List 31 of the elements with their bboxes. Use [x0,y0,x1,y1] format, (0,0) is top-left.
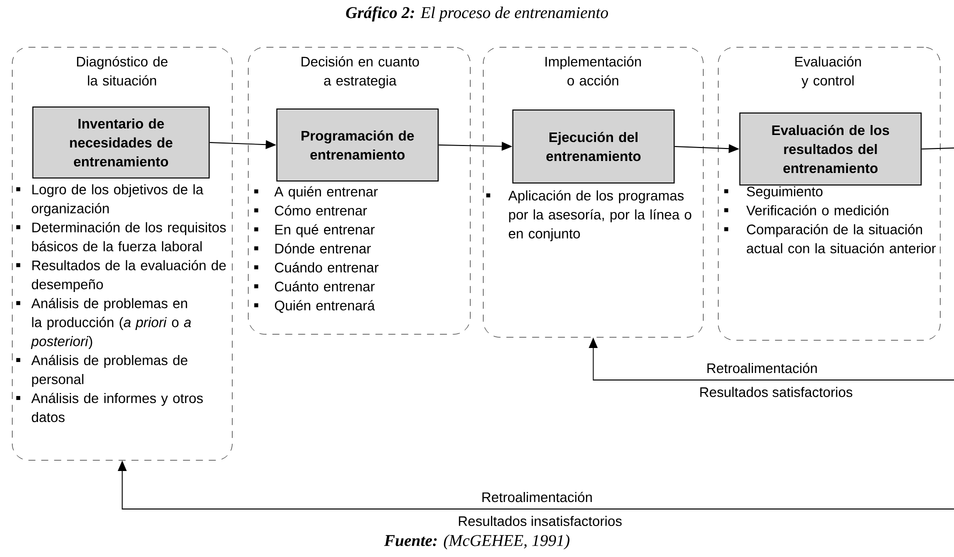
title: Gráfico 2: El proceso de entrenamiento [346,6,608,22]
process-box: Ejecución del entrenamiento [512,109,675,184]
process-box: Inventario de necesidades de entrenamiento [32,106,210,179]
feedback-note: Resultados insatisfactorios [456,514,624,528]
bullet-item: Determinación de los requisitos básicos de la fuerza laboral [16,222,226,252]
caption: Fuente: (McGEHEE, 1991) [384,534,570,550]
bullet-item: Análisis de problemas de personal [16,354,188,387]
panel-heading: Diagnóstico de la situación [77,56,168,86]
feedback-note: Resultados satisfactorios [698,386,854,398]
bullet-item: Aplicación de los programas por la asesoría, por la línea o en conjunto [486,190,692,242]
panel-heading: Decisión en cuanto a estrategia [302,56,419,88]
bullet-item: Dónde entrenar [254,243,371,254]
bullet-item: En qué entrenar [254,224,375,238]
bullet-item: A quién entrenar [254,186,378,200]
bullet-item: Resultados de la evaluación de desempeño [16,260,226,292]
bullet-item: Verificación o medición [724,205,888,216]
bullet-item: Seguimiento [724,186,822,200]
bullet-item: Análisis de informes y otros datos [16,392,203,422]
bullet-item: Comparación de la situación actual con la situación anterior [724,224,936,254]
bullet-item: Logro de los objetivos de la organización [16,184,204,216]
panel-heading: Evaluación y control [795,56,861,88]
edge-label: Retroalimentación [705,362,819,374]
process-box: Evaluación de los resultados del entrenamiento [739,112,922,186]
bullet-item: Quién entrenará [254,300,375,313]
bullet-item: Cómo entrenar [254,205,367,216]
process-box: Programación de entrenamiento [276,108,439,182]
edge-label: Retroalimentación [480,490,594,504]
panel-heading: Implementación o acción [545,56,641,86]
bullet-item: Análisis de problemas en la producción (a priori o a posteriori) [16,298,191,349]
bullet-item: Cuánto entrenar [254,281,375,292]
bullet-item: Cuándo entrenar [254,262,378,272]
